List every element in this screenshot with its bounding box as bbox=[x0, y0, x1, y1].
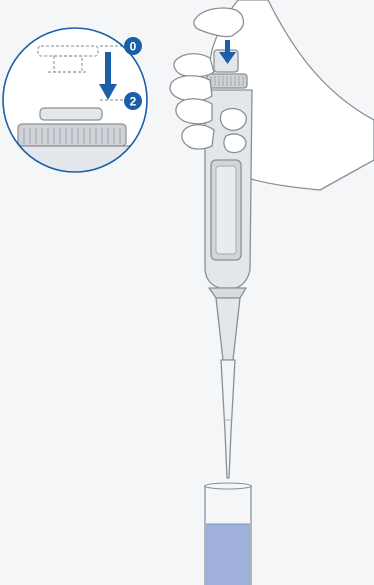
finger-1 bbox=[174, 54, 214, 77]
finger-3 bbox=[176, 99, 212, 124]
thumb bbox=[194, 8, 244, 36]
pipette-tip bbox=[221, 360, 235, 478]
shaft-cone bbox=[209, 288, 246, 298]
finger-4 bbox=[182, 125, 214, 149]
step-marker-2-label: 2 bbox=[130, 95, 137, 109]
finger-2 bbox=[170, 76, 212, 101]
step-marker-2: 2 bbox=[124, 92, 142, 110]
tube-liquid bbox=[206, 524, 250, 585]
test-tube bbox=[205, 483, 251, 585]
plunger-pressed bbox=[40, 108, 102, 120]
detail-inset bbox=[3, 28, 147, 186]
step-marker-0: 0 bbox=[124, 37, 142, 55]
step-marker-0-label: 0 bbox=[130, 40, 137, 54]
